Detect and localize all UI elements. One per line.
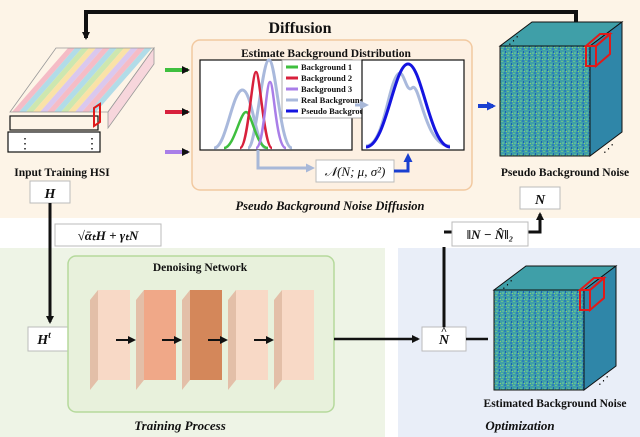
training-label: Training Process — [134, 418, 226, 433]
denoising-network-title: Denoising Network — [153, 262, 248, 274]
forward-formula-box — [54, 223, 162, 247]
Nhat-accent: ^ — [441, 325, 447, 337]
pbnd-label: Pseudo Background Noise Diffusion — [235, 199, 424, 213]
estimated-noise-cube: ⋰ ⋰ — [492, 265, 618, 391]
diffusion-title: Diffusion — [268, 20, 331, 37]
legend-label: Background 3 — [301, 84, 352, 94]
Nhat-symbol: N — [438, 333, 450, 348]
network-layer-side — [274, 290, 282, 390]
N-box — [519, 186, 561, 210]
network-layer — [190, 290, 222, 380]
input-hsi-label: Input Training HSI — [14, 167, 110, 179]
svg-text:⋮: ⋮ — [18, 137, 32, 152]
network-layer-side — [90, 290, 98, 390]
Ht-symbol: Ht — [36, 330, 51, 348]
legend-label: Background 1 — [301, 62, 352, 72]
network-layer — [98, 290, 130, 380]
network-layer-side — [136, 290, 144, 390]
network-layer-side — [182, 290, 190, 390]
loss-formula: ‖N − N̂‖₂ — [467, 227, 514, 242]
forward-formula: √ᾱₜH + γₜN — [78, 228, 139, 243]
svg-text:⋰: ⋰ — [502, 279, 513, 291]
input-hsi-cube: ⋮ ⋮ — [7, 46, 155, 153]
legend-label: Background 2 — [301, 73, 352, 83]
pseudo-noise-label: Pseudo Background Noise — [501, 167, 629, 179]
loss-formula-box — [451, 221, 529, 247]
Nhat-box — [421, 326, 467, 352]
H-symbol: H — [44, 187, 57, 202]
optimization-label: Optimization — [485, 418, 554, 433]
network-layers — [90, 290, 314, 390]
svg-text:⋰: ⋰ — [598, 375, 609, 387]
estimate-panel-title: Estimate Background Distribution — [241, 48, 411, 60]
svg-text:⋰: ⋰ — [603, 143, 614, 155]
svg-text:⋮: ⋮ — [85, 137, 99, 152]
gaussian-formula: 𝒩(N; μ, σ²) — [325, 164, 386, 179]
estimated-noise-label: Estimated Background Noise — [484, 398, 627, 410]
svg-text:⋰: ⋰ — [508, 35, 519, 47]
network-layer — [144, 290, 176, 380]
network-layer — [282, 290, 314, 380]
N-symbol: N — [534, 193, 546, 208]
legend-label: Pseudo Background — [301, 106, 374, 116]
Ht-box — [27, 326, 73, 352]
network-layer-side — [228, 290, 236, 390]
network-layer — [236, 290, 268, 380]
pseudo-noise-cube: ⋰ ⋰ — [498, 21, 624, 157]
legend-label: Real Background — [301, 95, 365, 105]
